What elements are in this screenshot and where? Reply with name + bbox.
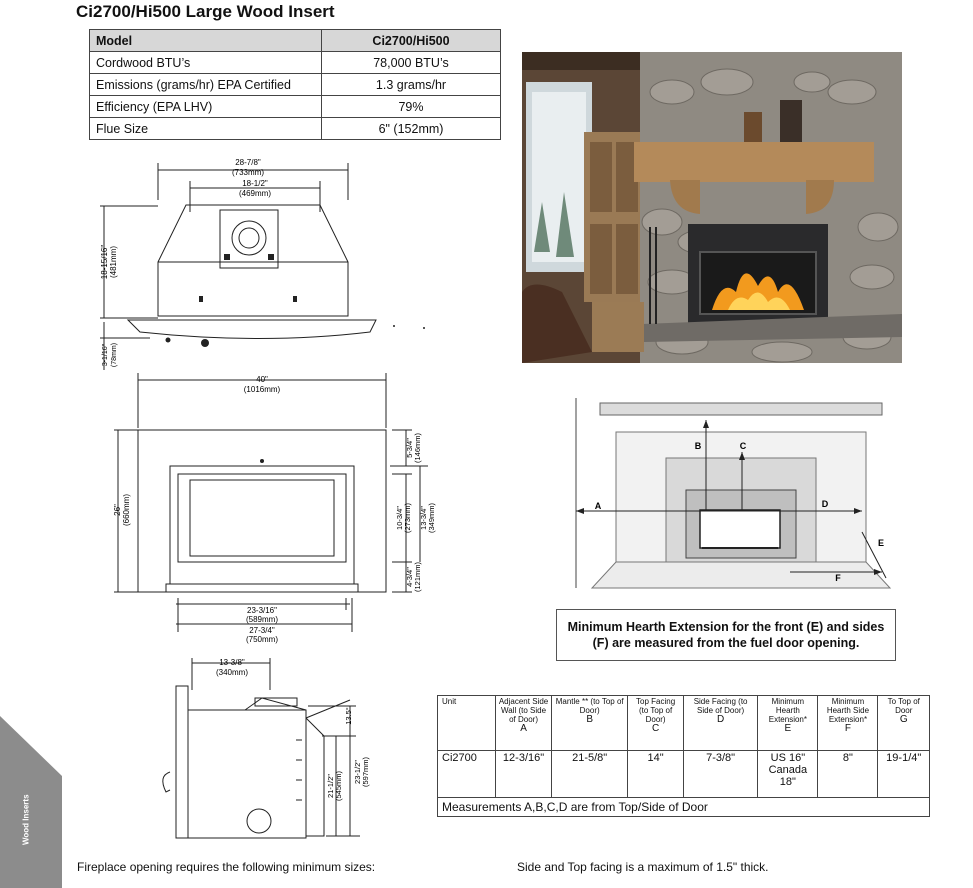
side-height-2-label: 23-1/2"	[353, 760, 362, 784]
spec-table-header: Model Ci2700/Hi500	[89, 29, 501, 52]
label-e: E	[878, 538, 884, 548]
clearance-cell: 21-5/8"	[550, 750, 629, 798]
front-view-drawing: 40" (1016mm) 26" (660mm) 23-3/16" (589mm…	[113, 373, 436, 644]
clearance-footnote: Measurements A,B,C,D are from Top/Side o…	[437, 797, 930, 817]
fireplace-photo	[522, 52, 902, 363]
door-height-2-label: 13-3/4"	[419, 506, 428, 530]
clearance-cell: 14"	[627, 750, 684, 798]
clearance-header: Minimum Hearth Extension*E	[757, 695, 819, 751]
spec-table: Model Ci2700/Hi500 Cordwood BTU’s 78,000…	[89, 29, 501, 140]
hearth-note-line-1: Minimum Hearth Extension for the front (…	[567, 620, 885, 634]
side-view-drawing: 13-3/8" (340mm) 13.5° 21-1/2" (545mm) 23…	[162, 658, 370, 839]
table-row: Emissions (grams/hr) EPA Certified 1.3 g…	[89, 73, 501, 96]
clearance-header: Mantle ** (to Top of Door)B	[550, 695, 629, 751]
label-c: C	[740, 441, 747, 451]
opening-width-2-mm-label: (750mm)	[246, 635, 278, 644]
spec-value: 78,000 BTU’s	[321, 51, 501, 74]
spec-label: Flue Size	[89, 117, 322, 140]
top-gap-label: 5-3/4"	[405, 438, 414, 458]
opening-width-1-label: 23-3/16"	[247, 606, 277, 615]
door-height-1-mm-label: (273mm)	[403, 503, 412, 534]
table-row: Efficiency (EPA LHV) 79%	[89, 95, 501, 118]
base-mm-label: (78mm)	[111, 343, 118, 367]
bottom-gap-mm-label: (121mm)	[413, 562, 422, 593]
spec-value: 6" (152mm)	[321, 117, 501, 140]
section-tab-label: Wood Inserts	[21, 794, 31, 846]
spec-header-model: Model	[89, 29, 322, 52]
clearance-table-header: Unit Adjacent Side Wall (to Side of Door…	[436, 695, 930, 751]
depth-label: 13-3/8"	[219, 658, 245, 667]
label-f: F	[835, 573, 841, 583]
hearth-extension-note: Minimum Hearth Extension for the front (…	[556, 609, 896, 661]
top-height-mm-label: (481mm)	[109, 246, 118, 278]
front-height-label: 26"	[113, 504, 122, 516]
front-width-mm-label: (1016mm)	[244, 385, 281, 394]
top-view-drawing: 28-7/8" (733mm) 18-1/2" (469mm) 18-15/16…	[100, 158, 425, 370]
spec-header-value: Ci2700/Hi500	[321, 29, 501, 52]
collar-width-mm-label: (469mm)	[239, 189, 271, 198]
clearance-cell: 8"	[817, 750, 879, 798]
table-row: Flue Size 6" (152mm)	[89, 117, 501, 140]
clearance-cell: 7-3/8"	[682, 750, 759, 798]
base-label: 3-1/16"	[102, 343, 109, 366]
clearance-header: Unit	[436, 695, 497, 751]
clearance-header: Top Facing (to Top of Door)C	[627, 695, 684, 751]
door-height-1-label: 10-3/4"	[395, 506, 404, 530]
clearance-header: Adjacent Side Wall (to Side of Door)A	[495, 695, 552, 751]
collar-width-label: 18-1/2"	[242, 179, 268, 188]
side-height-1-mm-label: (545mm)	[334, 771, 343, 802]
spec-label: Efficiency (EPA LHV)	[89, 95, 322, 118]
spec-value: 1.3 grams/hr	[321, 73, 501, 96]
table-row: Measurements A,B,C,D are from Top/Side o…	[437, 797, 930, 817]
clearance-header: Minimum Hearth Side Extension*F	[817, 695, 879, 751]
spec-value: 79%	[321, 95, 501, 118]
label-d: D	[822, 499, 829, 509]
top-gap-mm-label: (146mm)	[413, 433, 422, 464]
fireplace-opening-note: Fireplace opening requires the following…	[77, 860, 376, 874]
opening-width-1-mm-label: (589mm)	[246, 615, 278, 624]
spec-label: Cordwood BTU’s	[89, 51, 322, 74]
table-row: Cordwood BTU’s 78,000 BTU’s	[89, 51, 501, 74]
table-row: Ci2700 12-3/16" 21-5/8" 14" 7-3/8" US 16…	[436, 750, 930, 798]
opening-width-2-label: 27-3/4"	[249, 626, 275, 635]
door-height-2-mm-label: (349mm)	[427, 503, 436, 534]
page-title: Ci2700/Hi500 Large Wood Insert	[76, 2, 335, 21]
top-width-label: 28-7/8"	[235, 158, 261, 167]
front-width-label: 40"	[256, 375, 268, 384]
spec-label: Emissions (grams/hr) EPA Certified	[89, 73, 322, 96]
clearance-cell: US 16" Canada 18"	[757, 750, 819, 798]
section-tab	[0, 716, 62, 888]
clearance-cell: 12-3/16"	[495, 750, 552, 798]
front-height-mm-label: (660mm)	[122, 494, 131, 526]
hearth-note-line-2: (F) are measured from the fuel door open…	[592, 636, 860, 650]
clearance-cell: 19-1/4"	[877, 750, 930, 798]
clearance-diagram: A B C D E F	[575, 398, 892, 589]
label-b: B	[695, 441, 702, 451]
clearance-cell: Ci2700	[436, 750, 497, 798]
facing-thickness-note: Side and Top facing is a maximum of 1.5"…	[517, 860, 769, 874]
clearance-header: Side Facing (to Side of Door)D	[682, 695, 759, 751]
top-width-mm-label: (733mm)	[232, 168, 264, 177]
bottom-gap-label: 4-3/4"	[405, 567, 414, 587]
depth-mm-label: (340mm)	[216, 668, 248, 677]
angle-label: 13.5°	[344, 707, 353, 725]
top-height-label: 18-15/16"	[100, 245, 109, 280]
side-height-1-label: 21-1/2"	[326, 774, 335, 798]
label-a: A	[595, 501, 602, 511]
clearance-table: Unit Adjacent Side Wall (to Side of Door…	[436, 695, 930, 817]
side-height-2-mm-label: (597mm)	[361, 757, 370, 788]
